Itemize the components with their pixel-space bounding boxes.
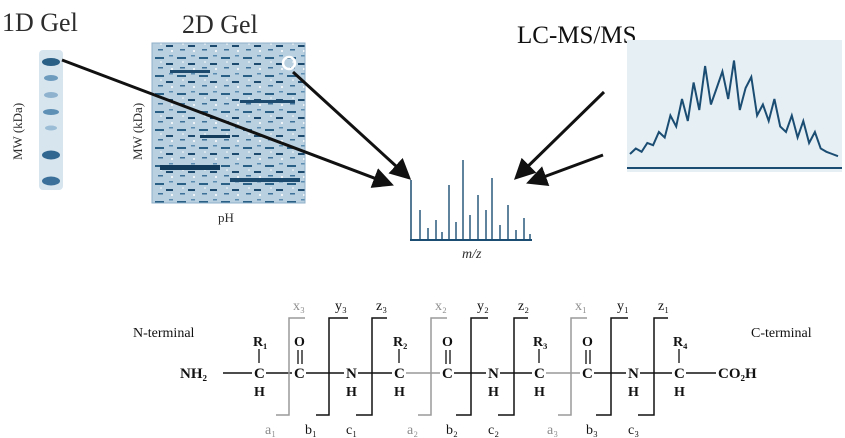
cleavage-bracket-3 — [558, 317, 668, 416]
top-ion-label-3: z₃ — [376, 299, 387, 314]
alpha-carbon-3: C — [534, 366, 545, 382]
side-chain-r3: R₃ — [533, 335, 547, 350]
gel-2d-title: 2D Gel — [182, 10, 258, 39]
arrow-2d-gel-to-ms — [291, 70, 412, 180]
bottom-ion-label-4: a₂ — [407, 423, 418, 438]
peptide-fragmentation-scheme: N-terminal C-terminal NH₂ C H R₁ C O N H… — [133, 299, 812, 438]
alpha-h-1: H — [254, 385, 265, 400]
bottom-ion-label-9: c₃ — [628, 423, 639, 438]
arrow-1d-gel-to-ms — [61, 58, 394, 188]
gel-1d-title: 1D Gel — [2, 8, 78, 37]
amide-nitrogen-2: N — [488, 366, 499, 382]
lcms-chromatogram — [627, 40, 842, 172]
bottom-ion-label-8: b₃ — [586, 423, 598, 438]
selected-spot-marker — [281, 55, 297, 71]
lcms-trace-line — [629, 60, 839, 158]
top-ion-label-8: y₁ — [617, 299, 629, 314]
n-terminal-label: N-terminal — [133, 326, 195, 341]
arrow-lcms-upper-to-ms — [513, 90, 606, 180]
lcms-title: LC-MS/MS — [517, 22, 636, 49]
arrow-lcms-lower-to-ms — [526, 153, 604, 187]
cleavage-bracket-1 — [276, 317, 387, 416]
c-terminal-label: C-terminal — [751, 326, 812, 341]
amide-h-3: H — [628, 385, 639, 400]
amide-nitrogen-1: N — [346, 366, 357, 382]
carboxy-terminus-co2h: CO₂H — [718, 366, 757, 382]
top-ion-label-4: x₂ — [435, 299, 447, 314]
gel-2d-mw-axis-label: MW (kDa) — [130, 103, 145, 160]
alpha-h-2: H — [394, 385, 405, 400]
gel-2d-image — [151, 42, 306, 204]
alpha-carbon-1: C — [254, 366, 265, 382]
top-ion-label-7: x₁ — [575, 299, 587, 314]
gel-1d-mw-axis-label: MW (kDa) — [10, 103, 25, 160]
carbonyl-oxygen-3: O — [582, 335, 593, 350]
side-chain-r2: R₂ — [393, 335, 407, 350]
top-ion-label-6: z₂ — [518, 299, 529, 314]
top-ion-label-5: y₂ — [477, 299, 489, 314]
amide-nitrogen-3: N — [628, 366, 639, 382]
carbonyl-oxygen-2: O — [442, 335, 453, 350]
top-ion-label-1: x₃ — [293, 299, 305, 314]
carbonyl-carbon-1: C — [294, 366, 305, 382]
carbonyl-oxygen-1: O — [294, 335, 305, 350]
amide-h-1: H — [346, 385, 357, 400]
alpha-h-4: H — [674, 385, 685, 400]
bottom-ion-label-6: c₂ — [488, 423, 499, 438]
alpha-h-3: H — [534, 385, 545, 400]
top-ion-labels: x₃ y₃ z₃ x₂ y₂ z₂ x₁ y₁ z₁ — [293, 299, 669, 314]
carbonyl-carbon-2: C — [442, 366, 453, 382]
carbonyl-carbon-3: C — [582, 366, 593, 382]
amide-h-2: H — [488, 385, 499, 400]
amino-terminus-nh2: NH₂ — [180, 366, 208, 382]
top-ion-label-9: z₁ — [658, 299, 669, 314]
bottom-ion-label-7: a₃ — [547, 423, 558, 438]
bottom-ion-labels: a₁ b₁ c₁ a₂ b₂ c₂ a₃ b₃ c₃ — [265, 423, 639, 438]
alpha-carbon-4: C — [674, 366, 685, 382]
side-chain-r4: R₄ — [673, 335, 688, 350]
gel-2d-ph-axis-label: pH — [218, 210, 234, 225]
top-ion-label-2: y₃ — [335, 299, 347, 314]
cleavage-bracket-2 — [418, 317, 528, 416]
side-chain-r1: R₁ — [253, 335, 267, 350]
ms-spectrum-mz-axis-label: m/z — [462, 247, 482, 262]
alpha-carbon-2: C — [394, 366, 405, 382]
ms-spectrum-plot — [410, 160, 532, 241]
bottom-ion-label-5: b₂ — [446, 423, 458, 438]
bottom-ion-label-1: a₁ — [265, 423, 276, 438]
bottom-ion-label-2: b₁ — [305, 423, 317, 438]
bottom-ion-label-3: c₁ — [346, 423, 357, 438]
gel-1d-lane — [39, 50, 63, 190]
